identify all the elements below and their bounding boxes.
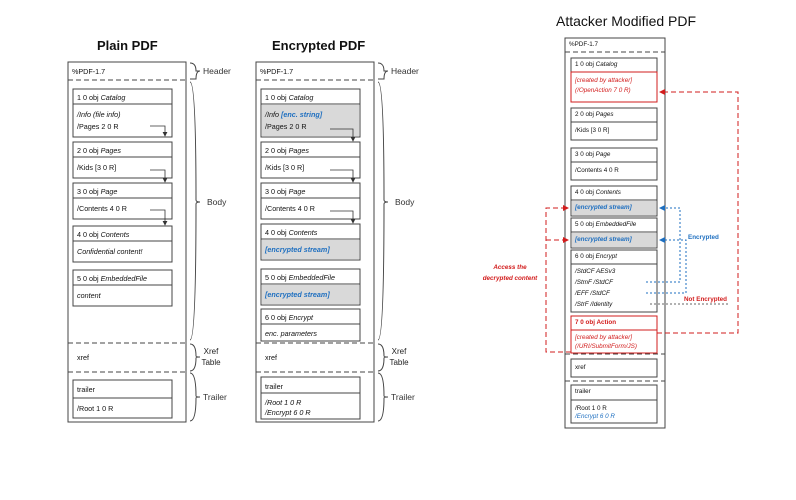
plain-trailer-label: Trailer [203, 392, 227, 402]
plain-pdf-title: Plain PDF [97, 38, 158, 53]
plain-header-label: Header [203, 66, 231, 76]
encrypted-header-text: %PDF-1.7 [260, 67, 294, 76]
plain-obj5-title: 5 0 obj EmbeddedFile [77, 274, 147, 283]
attacker-obj5-title: 5 0 obj EmbeddedFile [575, 221, 637, 228]
attacker-obj6-line3: /EFF /StdCF [575, 290, 610, 297]
attacker-obj7-line2: (/URI/SubmitForm/JS) [575, 343, 637, 350]
encrypted-trailer-text: trailer [265, 382, 283, 391]
attacker-obj6-line4: /StrF /Identity [575, 301, 613, 308]
plain-obj4-line1: Confidential content! [77, 247, 143, 256]
plain-header-text: %PDF-1.7 [72, 67, 106, 76]
attacker-encrypt-ref: /Encrypt 6 0 R [575, 413, 615, 420]
attacker-root-text: /Root 1 0 R [575, 405, 607, 412]
plain-trailer-text: trailer [77, 385, 95, 394]
attacker-gray-fills [572, 201, 656, 247]
attacker-obj7-line1: [created by attacker] [575, 334, 633, 341]
encrypted-xref-text: xref [265, 353, 277, 362]
plain-obj3-line1: /Contents 4 0 R [77, 204, 127, 213]
attacker-header-text: %PDF-1.7 [569, 41, 599, 48]
attacker-xref-text: xref [575, 364, 586, 371]
encrypted-pdf-arrows [330, 128, 356, 224]
plain-pdf-arrows [150, 125, 168, 226]
attacker-red-outline [570, 71, 658, 103]
encrypted-label: Encrypted [688, 234, 719, 241]
attacker-obj2-line1: /Kids [3 0 R] [575, 127, 610, 134]
encrypted-header-label: Header [391, 66, 419, 76]
encrypted-obj1-title: 1 0 obj Catalog [265, 93, 314, 102]
attacker-obj1-line1: [created by attacker] [575, 77, 633, 84]
attacker-obj4-title: 4 0 obj Contents [575, 189, 621, 196]
attacker-obj1-line2: (/OpenAction 7 0 R) [575, 87, 631, 94]
attacker-pdf-structure [564, 37, 666, 429]
not-encrypted-label: Not Encrypted [684, 296, 728, 303]
attacker-obj3-title: 3 0 obj Page [575, 151, 611, 158]
attacker-obj6-line1: /StdCF AESv3 [575, 268, 616, 275]
encrypted-obj4-title: 4 0 obj Contents [265, 228, 318, 237]
encrypted-obj6-line1: enc. parameters [265, 329, 317, 338]
encrypted-obj6-title: 6 0 obj Encrypt [265, 313, 313, 322]
encrypted-body-label: Body [395, 197, 415, 207]
encrypted-obj4-line1: [encrypted stream] [265, 245, 330, 254]
plain-xref-text: xref [77, 353, 89, 362]
plain-obj1-line2: /Pages 2 0 R [77, 122, 119, 131]
attacker-obj1-title: 1 0 obj Catalog [575, 61, 618, 68]
attacker-obj4-line1: [encrypted stream] [575, 204, 632, 211]
plain-obj5-line1: content [77, 291, 101, 300]
encrypted-obj1-line1: /Info [enc. string] [265, 110, 323, 119]
plain-obj4-title: 4 0 obj Contents [77, 230, 130, 239]
plain-root-text: /Root 1 0 R [77, 404, 114, 413]
plain-obj2-title: 2 0 obj Pages [77, 146, 121, 155]
plain-obj1-title: 1 0 obj Catalog [77, 93, 126, 102]
encrypted-pdf-structure [255, 61, 389, 423]
encrypted-ref-arrows [646, 205, 687, 294]
plain-body-label: Body [207, 197, 227, 207]
encrypted-encrypt-ref: /Encrypt 6 0 R [265, 408, 311, 417]
attacker-trailer-text: trailer [575, 388, 591, 395]
attacker-obj5-line1: [encrypted stream] [575, 236, 632, 243]
encrypted-obj2-title: 2 0 obj Pages [265, 146, 309, 155]
encrypted-gray-fills [262, 105, 359, 304]
attacker-pdf-title: Attacker Modified PDF [556, 13, 697, 29]
attacker-obj2-title: 2 0 obj Pages [575, 111, 614, 118]
access-decrypted-arrows [545, 205, 571, 353]
encrypted-obj1-line2: /Pages 2 0 R [265, 122, 307, 131]
attacker-obj3-line1: /Contents 4 0 R [575, 167, 619, 174]
encrypted-obj5-line1: [encrypted stream] [265, 290, 330, 299]
encrypted-pdf-title: Encrypted PDF [272, 38, 366, 53]
encrypted-obj3-line1: /Contents 4 0 R [265, 204, 315, 213]
plain-obj1-line1: /Info (file info) [77, 110, 121, 119]
attacker-obj6-line2: /StmF /StdCF [575, 279, 614, 286]
openaction-arrow [657, 89, 739, 334]
attacker-obj6-title: 6 0 obj Encrypt [575, 253, 618, 260]
encrypted-obj5-title: 5 0 obj EmbeddedFile [265, 273, 335, 282]
encrypted-trailer-label: Trailer [391, 392, 415, 402]
attacker-obj7-title: 7 0 obj Action [575, 319, 617, 326]
plain-obj3-title: 3 0 obj Page [77, 187, 118, 196]
encrypted-obj3-title: 3 0 obj Page [265, 187, 306, 196]
encrypted-obj2-line1: /Kids [3 0 R] [265, 163, 305, 172]
plain-pdf-structure [67, 61, 201, 423]
plain-obj2-line1: /Kids [3 0 R] [77, 163, 117, 172]
encrypted-root-text: /Root 1 0 R [265, 398, 302, 407]
